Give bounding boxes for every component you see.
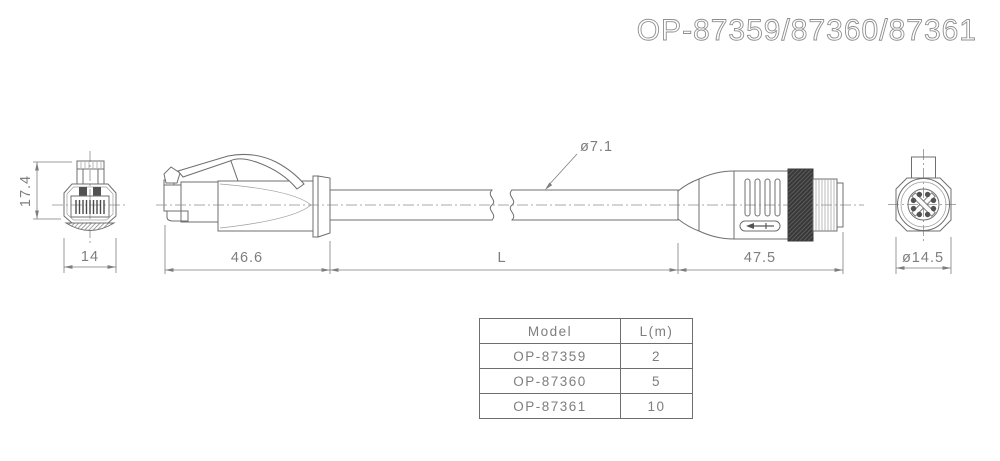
dim-label-47-5: 47.5 [744,250,776,266]
dimension-m12-diameter: ø14.5 [895,237,952,274]
cable: ø7.1 L [156,139,864,272]
model-table: Model L(m) OP-87359 2 OP-87360 5 OP-8736… [479,318,693,419]
dim-label-L: L [497,250,506,266]
length-cell: 5 [620,368,693,394]
header-length: L(m) [620,318,693,344]
header-model: Model [479,318,621,344]
rj45-contacts [75,200,105,214]
threaded-section [812,178,838,232]
rj45-front-view: 17.4 14 [18,151,127,273]
table-row: OP-87361 10 [479,393,693,419]
dim-label-14: 14 [81,249,99,265]
length-cell: 10 [620,393,693,419]
length-cell: 2 [620,343,693,369]
table-row: OP-87359 2 [479,343,693,369]
dimension-rj45-width: 14 [63,238,117,273]
dimension-rj45-length: 46.6 [164,225,331,274]
dimension-rj45-height: 17.4 [18,161,72,220]
cable-break-left [489,189,495,221]
dim-label-46-6: 46.6 [231,250,263,266]
dim-label-7-1: ø7.1 [580,139,613,155]
drawing-title: OP-87359/87360/87361 [636,14,977,48]
cable-break-right [509,189,515,221]
m12-front-view: ø14.5 [888,149,958,274]
dim-label-14-5: ø14.5 [902,250,944,266]
connector-pins [910,191,937,218]
rj45-side-view: 46.6 [163,154,331,274]
model-cell: OP-87359 [479,343,621,369]
model-cell: OP-87361 [479,393,621,419]
x-coded-cross [911,192,936,217]
model-cell: OP-87360 [479,368,621,394]
table-row: OP-87360 5 [479,368,693,394]
orientation-marker [739,220,781,232]
dim-label-17-4: 17.4 [18,175,34,207]
dimension-m12-length: 47.5 [677,232,844,274]
dimension-cable-length: L [330,250,678,272]
m12-side-view: 47.5 [677,168,844,274]
table-header-row: Model L(m) [479,318,693,344]
knurled-nut [787,168,814,242]
cable-diameter-callout: ø7.1 [543,139,613,192]
